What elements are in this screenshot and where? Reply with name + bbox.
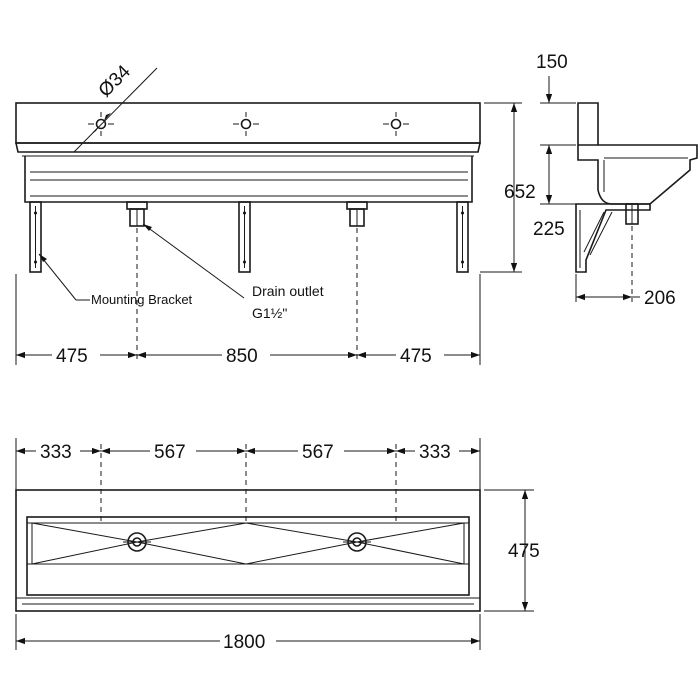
- side-basin: [577, 144, 698, 205]
- top-slope-lines: [31, 522, 465, 543]
- front-rim: [15, 142, 481, 153]
- drain-outlet-label: Drain outlet: [252, 283, 324, 299]
- spacing-right-label: 475: [400, 346, 432, 367]
- drain-leader: [142, 223, 245, 299]
- bracket-leader: [38, 253, 77, 301]
- top-spacing-1: 333: [40, 442, 72, 463]
- side-view: 150 225 206: [533, 52, 698, 309]
- height-label: 652: [504, 182, 536, 203]
- top-spacing-4: 333: [419, 442, 451, 463]
- top-trough: [26, 516, 470, 596]
- mounting-bracket: [456, 201, 469, 273]
- drain-outlet-size: G1½": [252, 305, 287, 321]
- spacing-middle-label: 850: [226, 346, 258, 367]
- top-basin-outline: [15, 489, 481, 612]
- side-backsplash: [577, 102, 599, 146]
- drain-hole: [123, 532, 151, 552]
- drain-outlet: [126, 201, 148, 227]
- drain-hole: [343, 532, 371, 552]
- top-spacing-2: 567: [154, 442, 186, 463]
- tap-hole: [233, 112, 259, 136]
- mounting-bracket: [238, 201, 251, 273]
- spacing-left-label: 475: [56, 346, 88, 367]
- tap-hole: [383, 112, 409, 136]
- front-view: Ø34 652 Mounting Bracket Drain outlet G1…: [15, 61, 536, 367]
- top-view: 333 567 567 333 475: [15, 438, 540, 653]
- side-depth-label: 206: [644, 288, 676, 309]
- side-top-label: 150: [536, 52, 568, 73]
- mounting-bracket-label: Mounting Bracket: [91, 292, 193, 307]
- front-backsplash: [15, 102, 481, 144]
- top-slope-lines: [31, 541, 465, 565]
- top-depth-label: 475: [508, 541, 540, 562]
- front-trough: [24, 156, 473, 203]
- mounting-bracket: [29, 201, 42, 273]
- diameter-leader: [73, 67, 158, 153]
- side-bracket: [575, 203, 651, 273]
- drain-outlet: [346, 201, 368, 227]
- tap-hole-diameter-label: Ø34: [95, 61, 136, 102]
- top-spacing-3: 567: [302, 442, 334, 463]
- top-length-label: 1800: [223, 632, 265, 653]
- tap-hole: [88, 112, 114, 136]
- side-drain-height-label: 225: [533, 219, 565, 240]
